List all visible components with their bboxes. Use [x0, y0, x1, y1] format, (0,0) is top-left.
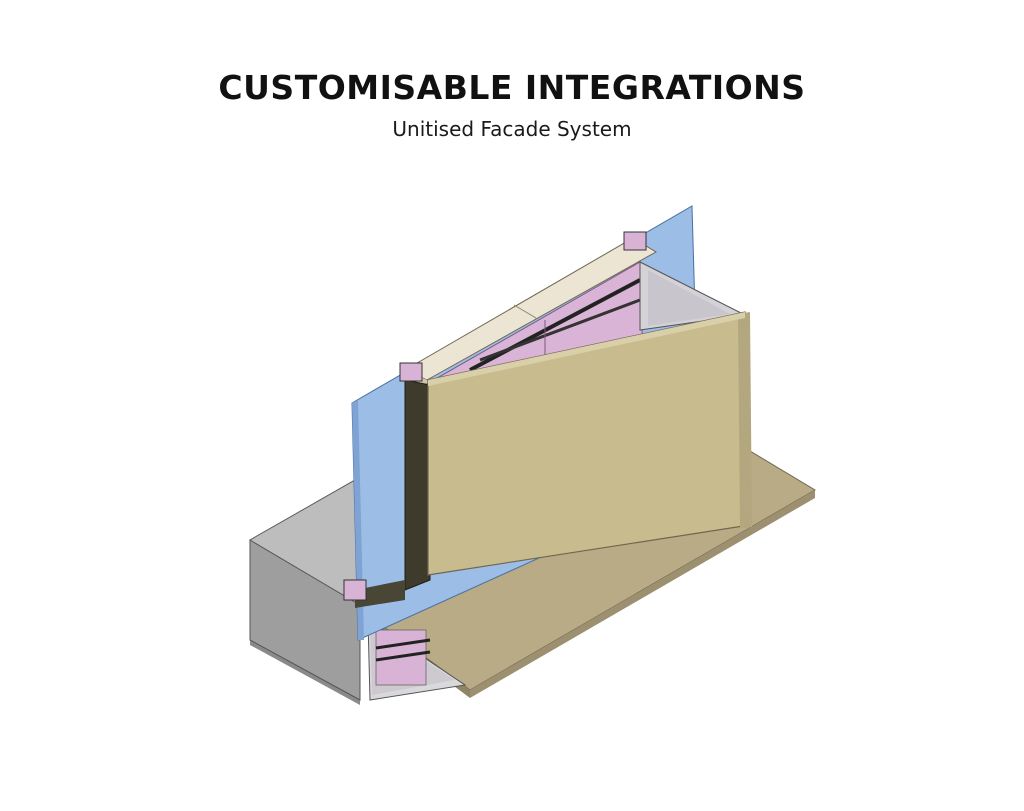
frame-mullion — [355, 379, 431, 608]
side-bracket — [639, 261, 747, 331]
page-subtitle: Unitised Facade System — [392, 117, 632, 141]
spandrel-panel — [427, 311, 752, 576]
concrete-block — [249, 479, 361, 705]
page-title: CUSTOMISABLE INTEGRATIONS — [218, 68, 806, 107]
lower-bracket — [367, 619, 467, 701]
corner-clips — [343, 231, 647, 601]
